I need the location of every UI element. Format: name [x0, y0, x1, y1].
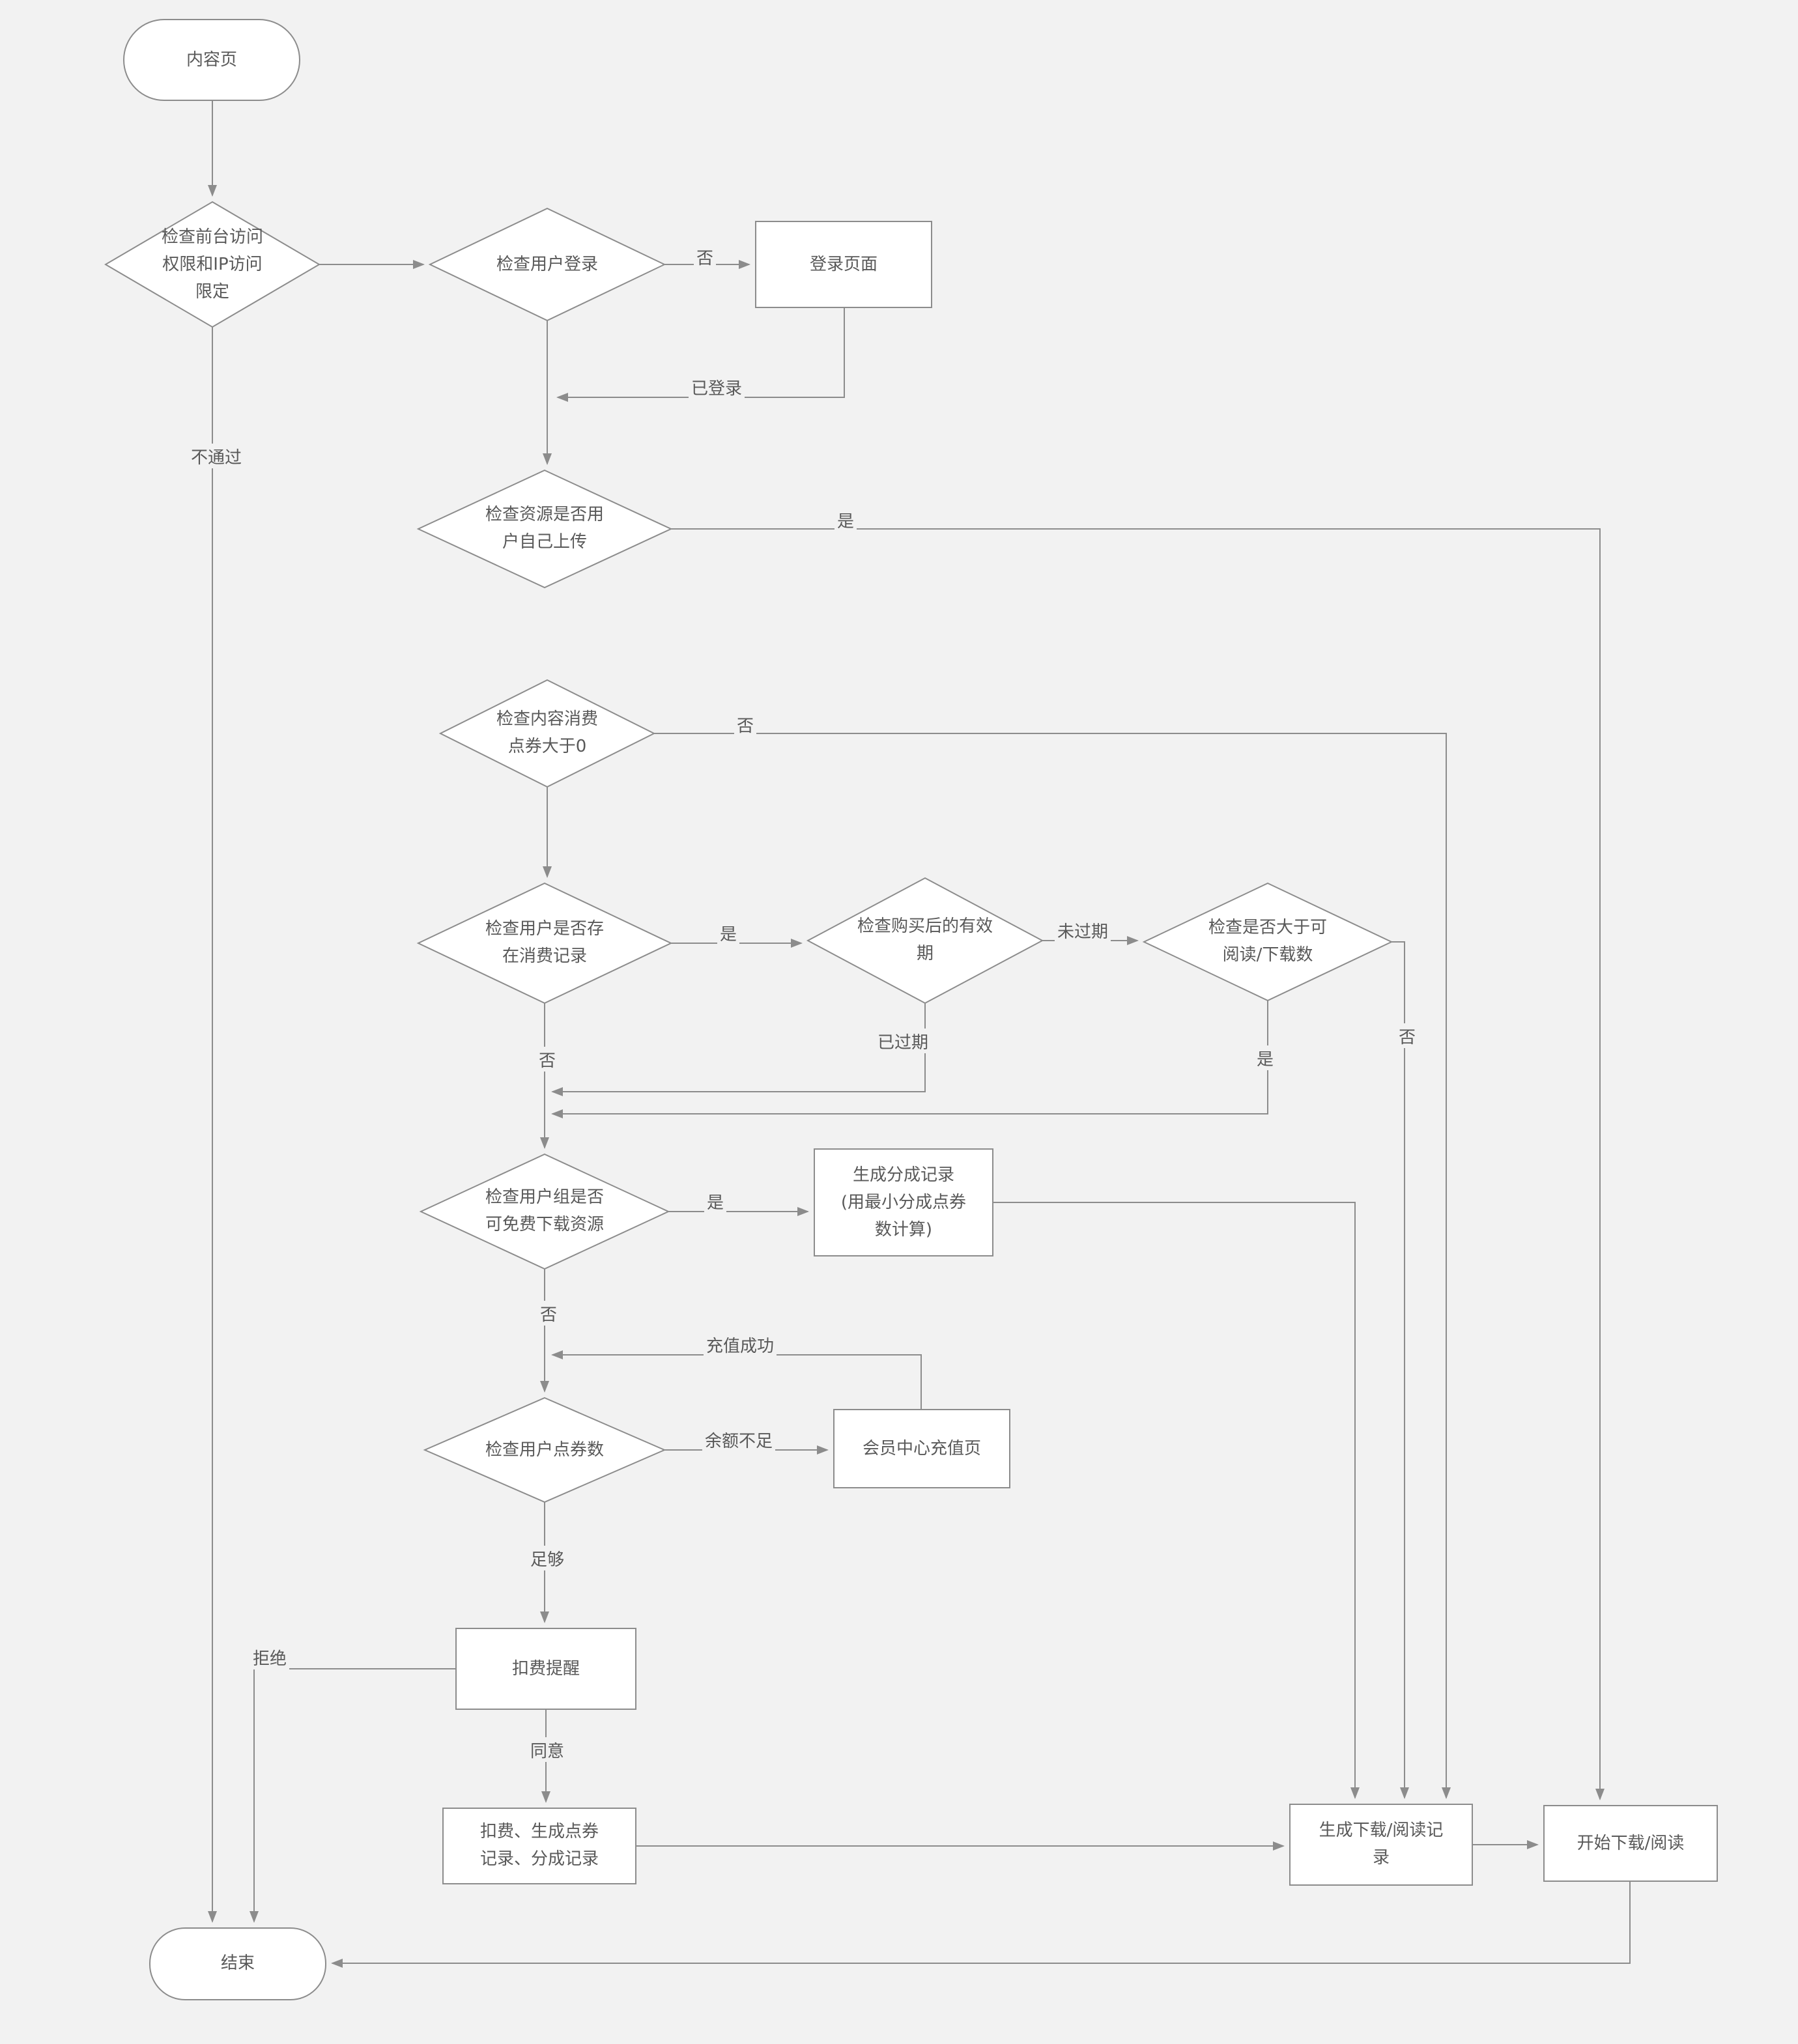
edge-points-no-to-gen-download-record — [654, 733, 1451, 1799]
edge-share-record-to-gen-download-record — [993, 1202, 1360, 1799]
node-deduct-records-shape — [442, 1808, 636, 1884]
node-check-login-shape — [428, 207, 666, 322]
edge-count-yes-join — [551, 1001, 1268, 1118]
node-check-free-group-shape — [419, 1153, 670, 1270]
node-login-page-shape — [755, 221, 932, 308]
node-gen-download-record-shape — [1289, 1804, 1473, 1886]
node-check-count-shape — [1142, 882, 1393, 1002]
node-gen-share-record-shape — [814, 1148, 993, 1256]
node-start-download-shape — [1543, 1805, 1718, 1882]
edge-start-download-to-end — [331, 1881, 1631, 1968]
node-check-self-upload-shape — [416, 469, 673, 589]
node-end-shape — [149, 1927, 326, 2000]
node-check-access-shape — [104, 201, 321, 328]
edge-validity-expired-join — [551, 1003, 926, 1096]
edge-self-upload-yes-to-start-download — [671, 528, 1605, 1800]
node-start-shape — [123, 19, 300, 101]
edge-count-no-to-gen-download-record — [1391, 941, 1409, 1799]
edge-recharge-success-join — [551, 1350, 922, 1410]
node-check-record-shape — [416, 882, 673, 1004]
edge-login-page-logged-in — [556, 307, 845, 402]
node-check-points-shape — [438, 679, 656, 788]
node-recharge-page-shape — [833, 1409, 1010, 1488]
edge-refuse-to-end — [250, 1668, 456, 1923]
node-check-user-points-shape — [423, 1397, 666, 1503]
node-check-validity-shape — [806, 877, 1044, 1004]
node-deduct-notice-shape — [455, 1628, 636, 1710]
